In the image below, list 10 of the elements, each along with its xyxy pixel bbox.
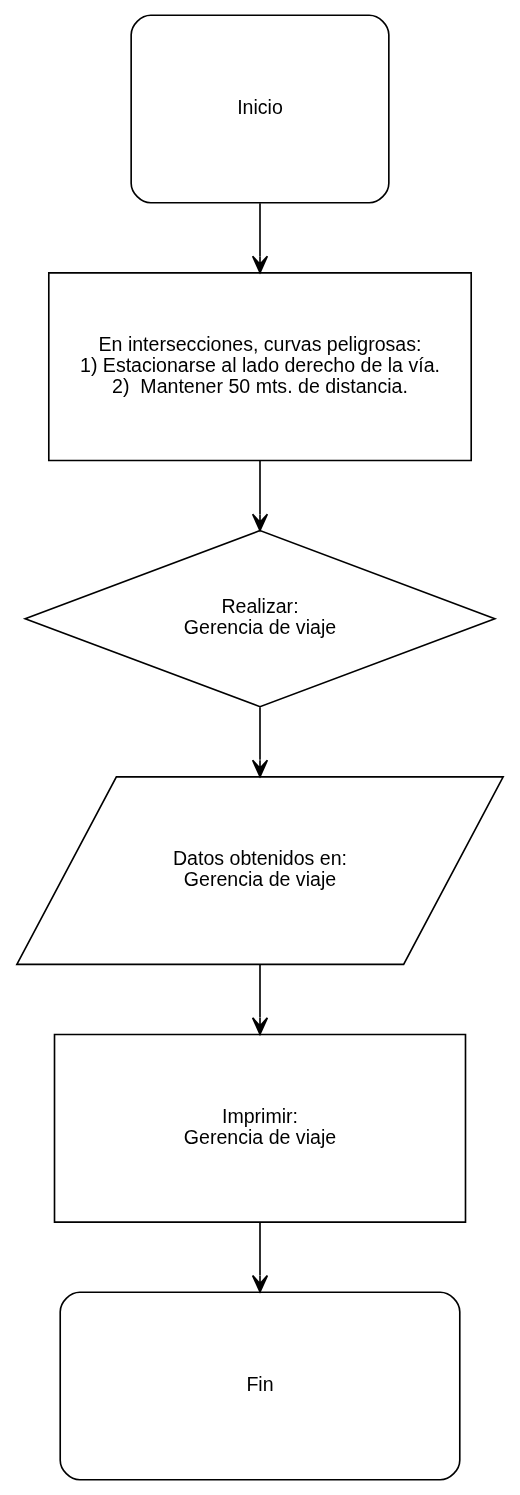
arrow [251, 706, 269, 778]
arrow [251, 460, 269, 532]
arrow [251, 202, 269, 274]
node-box: Inicio [130, 14, 390, 204]
node-box: Fin [59, 1291, 461, 1481]
arrow [251, 964, 269, 1035]
node-box: En intersecciones, curvas peligrosas: 1) Estacionarse al lado derecho de la vía. 2) Mantener 50 mts. de distancia. [48, 272, 472, 462]
node-diamond: Realizar: Gerencia de viaje [22, 529, 498, 708]
arrow [251, 1221, 269, 1293]
node-box: Imprimir: Gerencia de viaje [53, 1033, 467, 1223]
